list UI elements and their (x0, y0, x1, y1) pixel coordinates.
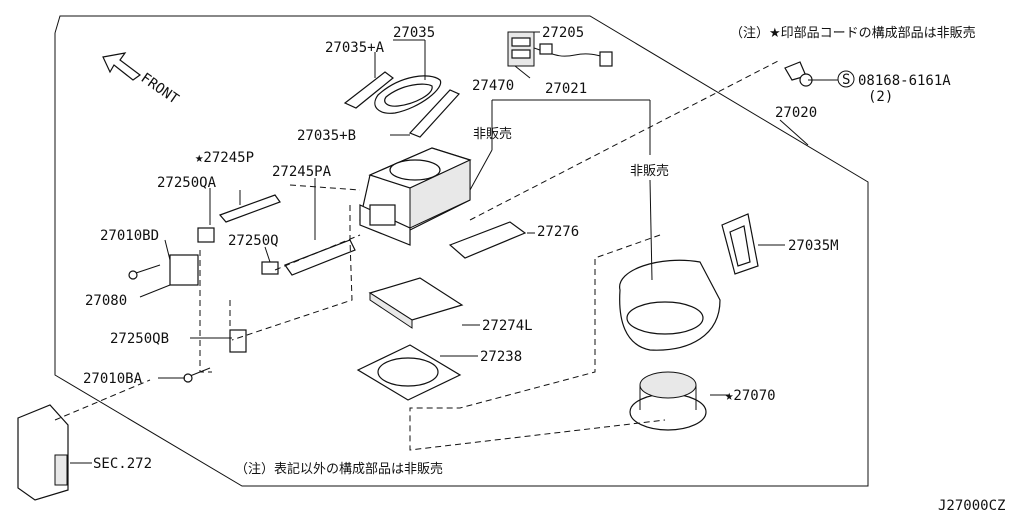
diagram-code: J27000CZ (938, 498, 1005, 512)
label-27035m: 27035M (788, 238, 839, 254)
screw-code: 08168-6161A (858, 73, 951, 89)
screw-icon (784, 61, 813, 87)
label-27020: 27020 (775, 105, 817, 121)
screw-qty: (2) (868, 89, 893, 105)
label-27238: 27238 (480, 349, 522, 365)
duct-ring-part (721, 213, 759, 275)
label-27070: ★27070 (725, 388, 776, 404)
label-27035a: 27035+A (325, 40, 385, 56)
bottom-note: （注）表記以外の構成部品は非販売 (235, 461, 443, 477)
control-module-part (17, 404, 69, 501)
filter-part (218, 194, 527, 329)
connector-part (507, 31, 613, 67)
not-sold-label-2: 非販売 (630, 163, 669, 179)
blower-motor-part (629, 371, 707, 431)
not-sold-label-1: 非販売 (473, 126, 512, 142)
blower-housing-part (619, 259, 721, 351)
label-27205: 27205 (542, 25, 584, 41)
front-arrow-icon (102, 52, 142, 81)
label-27035: 27035 (393, 25, 435, 41)
label-27080: 27080 (85, 293, 127, 309)
label-27250qb: 27250QB (110, 331, 169, 347)
top-note: （注）★印部品コードの構成部品は非販売 (730, 25, 976, 41)
bolt-icon (128, 264, 211, 383)
label-27276: 27276 (537, 224, 579, 240)
front-label: FRONT (138, 70, 182, 108)
guide-lines (54, 59, 781, 451)
assembly-outline (54, 15, 869, 487)
label-sec272: SEC.272 (93, 456, 152, 472)
screw-circle-icon (837, 70, 855, 88)
filter-holder-part (356, 344, 462, 401)
label-27245p: ★27245P (195, 150, 254, 166)
label-27245pa: 27245PA (272, 164, 332, 180)
label-27010ba: 27010BA (83, 371, 143, 387)
label-27010bd: 27010BD (100, 228, 159, 244)
label-27035b: 27035+B (297, 128, 356, 144)
label-27274l: 27274L (482, 318, 533, 334)
heater-unit-part (359, 147, 472, 246)
label-27250qa: 27250QA (157, 175, 217, 191)
label-27470: 27470 (472, 78, 514, 94)
label-27021: 27021 (545, 81, 587, 97)
duct-seal-part (343, 71, 461, 138)
label-27250q: 27250Q (228, 233, 279, 249)
screw-circle-letter: S (842, 72, 850, 88)
